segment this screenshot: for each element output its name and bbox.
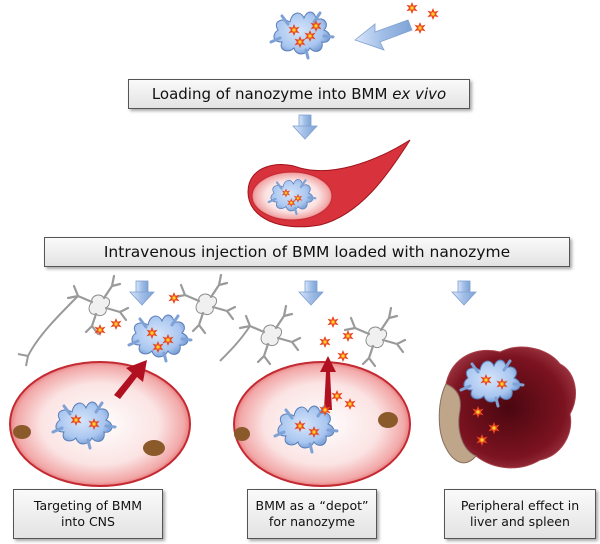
neuron-left-1 [17,274,130,367]
step-loading-label: Loading of nanozyme into BMM ex vivo [128,79,470,109]
loading-arrow [354,19,413,51]
down-arrow-right [451,280,477,306]
outcome-2-line2: for nanozyme [268,514,356,529]
red-arrow-middle [320,356,336,410]
down-arrow-left [129,280,155,306]
step-injection-text: Intravenous injection of BMM loaded with… [103,243,511,261]
outcome-1-line2: into CNS [61,514,115,529]
outcome-depot: BMM as a “depot”for nanozyme [247,489,377,539]
step-loading-text: Loading of nanozyme into BMM [151,85,393,103]
down-arrow-1 [292,114,318,140]
outcome-2-line1: BMM as a “depot” [255,498,369,513]
step-loading-italic: ex vivo [392,85,447,103]
step-injection-label: Intravenous injection of BMM loaded with… [44,237,570,267]
outcome-3-line1: Peripheral effect in [460,498,580,513]
neuron-middle-2 [343,306,407,368]
neuron-left-2 [173,273,237,335]
outcome-3-line2: liver and spleen [470,514,570,529]
bmm-cell-left-migrated [127,313,193,363]
outcome-1-line1: Targeting of BMM [33,498,143,513]
neuron-middle-1 [219,304,302,366]
blood-vessel-drop [247,139,411,228]
bmm-cell-top [269,10,335,60]
down-arrow-middle [298,280,324,306]
red-arrow-left [114,360,147,399]
